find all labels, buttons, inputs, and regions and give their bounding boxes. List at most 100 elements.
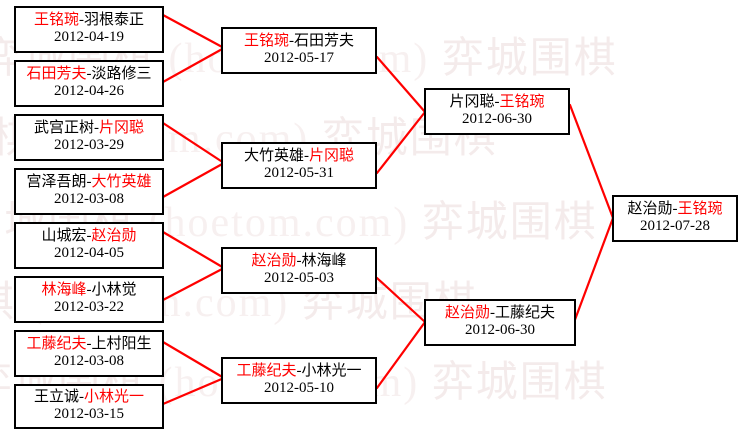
connector-line	[161, 230, 226, 270]
match-box-r2m4[interactable]: 工藤纪夫-小林光一 2012-05-10	[221, 357, 377, 404]
player-loser: 赵治勋	[627, 201, 673, 218]
player-winner: 赵治勋	[91, 228, 137, 245]
player-loser: 小林觉	[91, 282, 137, 299]
player-loser: 武宫正树	[33, 120, 94, 137]
player-loser: 片冈聪	[449, 94, 495, 111]
match-players: 石田芳夫-淡路修三	[26, 66, 152, 83]
match-box-r1m5[interactable]: 山城宏-赵治勋 2012-04-05	[14, 222, 164, 269]
player-separator: -	[304, 148, 309, 165]
player-loser: 小林光一	[301, 363, 362, 380]
match-box-semifinal-2[interactable]: 赵治勋-工藤纪夫 2012-06-30	[424, 299, 576, 346]
match-box-r1m4[interactable]: 宫泽吾朗-大竹英雄 2012-03-08	[14, 168, 164, 215]
match-box-r1m3[interactable]: 武宫正树-片冈聪 2012-03-29	[14, 114, 164, 161]
match-players: 赵治勋-王铭琬	[627, 201, 722, 218]
watermark-cn: 弈城围棋	[421, 200, 598, 246]
player-separator: -	[296, 253, 302, 270]
player-separator: -	[490, 305, 495, 322]
match-players: 片冈聪-王铭琬	[449, 94, 545, 111]
match-box-semifinal-1[interactable]: 片冈聪-王铭琬 2012-06-30	[424, 88, 570, 135]
match-box-r1m2[interactable]: 石田芳夫-淡路修三 2012-04-26	[14, 60, 164, 107]
watermark-cn: 弈城围棋	[431, 360, 608, 406]
player-winner: 工藤纪夫	[236, 363, 297, 380]
match-date: 2012-07-28	[640, 218, 710, 234]
match-box-r2m3[interactable]: 赵治勋-林海峰 2012-05-03	[221, 247, 377, 294]
match-players: 大竹英雄-片冈聪	[243, 148, 355, 165]
player-loser: 淡路修三	[91, 66, 152, 83]
connector-line	[161, 13, 226, 50]
match-date: 2012-05-10	[264, 380, 334, 396]
player-winner: 赵治勋	[444, 305, 490, 322]
connector-line	[375, 55, 427, 114]
player-winner: 王铭琬	[33, 12, 79, 29]
player-separator: -	[86, 174, 92, 191]
match-box-r2m1[interactable]: 王铭琬-石田芳夫 2012-05-17	[221, 27, 377, 74]
player-winner: 片冈聪	[99, 120, 145, 137]
match-date: 2012-05-03	[264, 270, 334, 286]
match-box-r1m6[interactable]: 林海峰-小林觉 2012-03-22	[14, 276, 164, 323]
player-separator: -	[86, 336, 92, 353]
connector-line	[161, 161, 226, 199]
player-loser: 大竹英雄	[243, 148, 304, 165]
player-winner: 工藤纪夫	[26, 336, 87, 353]
match-players: 王立诚-小林光一	[33, 389, 145, 406]
match-box-r1m1[interactable]: 王铭琬-羽根泰正 2012-04-19	[14, 6, 164, 53]
player-winner: 赵治勋	[251, 253, 297, 270]
match-players: 武宫正树-片冈聪	[33, 120, 145, 137]
player-separator: -	[79, 389, 84, 406]
connector-line	[161, 340, 226, 380]
match-box-r2m2[interactable]: 大竹英雄-片冈聪 2012-05-31	[221, 142, 377, 189]
match-box-r1m8[interactable]: 王立诚-小林光一 2012-03-15	[14, 384, 164, 429]
player-winner: 片冈聪	[309, 148, 355, 165]
player-separator: -	[86, 228, 92, 245]
player-loser: 宫泽吾朗	[26, 174, 87, 191]
connector-line	[568, 103, 615, 220]
player-loser: 山城宏	[41, 228, 87, 245]
match-date: 2012-03-08	[54, 353, 124, 369]
player-separator: -	[86, 66, 92, 83]
match-players: 宫泽吾朗-大竹英雄	[26, 174, 151, 191]
match-players: 王铭琬-石田芳夫	[243, 33, 355, 50]
player-winner: 王铭琬	[243, 33, 289, 50]
player-winner: 小林光一	[84, 389, 145, 406]
match-date: 2012-03-08	[54, 191, 124, 207]
match-date: 2012-06-30	[462, 111, 532, 127]
connector-line	[375, 320, 427, 390]
match-date: 2012-03-15	[54, 406, 124, 422]
player-separator: -	[494, 94, 500, 111]
match-date: 2012-04-05	[54, 245, 124, 261]
player-loser: 石田芳夫	[294, 33, 355, 50]
player-winner: 林海峰	[41, 282, 87, 299]
player-separator: -	[296, 363, 302, 380]
match-date: 2012-04-19	[54, 29, 124, 45]
match-players: 赵治勋-林海峰	[251, 253, 347, 270]
match-players: 工藤纪夫-上村阳生	[26, 336, 152, 353]
player-loser: 上村阳生	[91, 336, 152, 353]
match-date: 2012-04-26	[54, 83, 124, 99]
match-date: 2012-05-17	[264, 50, 334, 66]
connector-line	[375, 110, 427, 175]
player-loser: 王立诚	[33, 389, 79, 406]
match-date: 2012-06-30	[465, 322, 535, 338]
match-players: 工藤纪夫-小林光一	[236, 363, 362, 380]
connector-line	[161, 46, 226, 84]
match-date: 2012-03-29	[54, 137, 124, 153]
player-separator: -	[79, 12, 84, 29]
match-players: 山城宏-赵治勋	[41, 228, 137, 245]
player-loser: 林海峰	[301, 253, 347, 270]
match-box-final[interactable]: 赵治勋-王铭琬 2012-07-28	[612, 195, 738, 242]
match-players: 林海峰-小林觉	[41, 282, 137, 299]
player-winner: 石田芳夫	[26, 66, 87, 83]
connector-line	[568, 216, 615, 335]
match-players: 赵治勋-工藤纪夫	[444, 305, 555, 322]
player-winner: 王铭琬	[499, 94, 545, 111]
match-date: 2012-03-22	[54, 299, 124, 315]
match-box-r1m7[interactable]: 工藤纪夫-上村阳生 2012-03-08	[14, 330, 164, 377]
player-separator: -	[86, 282, 92, 299]
connector-line	[375, 276, 427, 324]
player-loser: 羽根泰正	[84, 12, 145, 29]
connector-line	[161, 266, 226, 302]
connector-line	[161, 376, 226, 406]
player-separator: -	[672, 201, 678, 218]
watermark-en: (hoetom.com)	[148, 200, 410, 246]
